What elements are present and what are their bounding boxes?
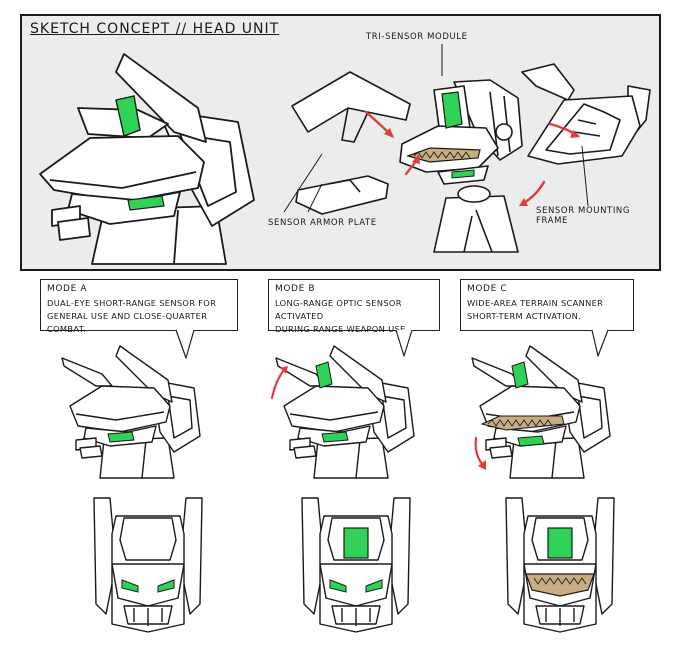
- main-head-sketch: [39, 53, 255, 265]
- mode-b-callout: MODE B LONG-RANGE OPTIC SENSOR ACTIVATED…: [268, 279, 440, 334]
- sensor-mounting-frame-sketch: [521, 63, 651, 165]
- mode-a-title: MODE A: [47, 284, 88, 294]
- neck-unit-sketch: [433, 185, 519, 253]
- mode-b-title: MODE B: [275, 284, 316, 294]
- main-head-sensor: [115, 95, 141, 137]
- sensor-armor-plate-sketch: [291, 71, 411, 215]
- mode-a-callout: MODE A DUAL-EYE SHORT-RANGE SENSOR FOR G…: [40, 279, 238, 334]
- mode-c-title: MODE C: [467, 284, 508, 294]
- label-tri-sensor-module: TRI-SENSOR MODULE: [366, 32, 468, 42]
- mode-c-front-view: [500, 494, 620, 634]
- mode-a-side-view: [56, 340, 216, 480]
- explode-arrows: [283, 44, 589, 213]
- mode-c-callout: MODE C WIDE-AREA TERRAIN SCANNER SHORT-T…: [460, 279, 634, 331]
- mode-a-description: DUAL-EYE SHORT-RANGE SENSOR FOR GENERAL …: [47, 298, 217, 334]
- mode-b-front-view: [296, 494, 416, 634]
- mode-a-front-view: [88, 494, 208, 634]
- panel-title: SKETCH CONCEPT // HEAD UNIT: [30, 21, 280, 37]
- label-sensor-armor-plate: SENSOR ARMOR PLATE: [268, 218, 377, 228]
- concept-panel: SKETCH CONCEPT // HEAD UNIT: [20, 14, 661, 271]
- mode-c-side-view: [466, 340, 626, 480]
- mode-b-description: LONG-RANGE OPTIC SENSOR ACTIVATED DURING…: [275, 298, 409, 334]
- mode-c-description: WIDE-AREA TERRAIN SCANNER SHORT-TERM ACT…: [467, 298, 604, 321]
- mode-b-side-view: [270, 340, 430, 480]
- tri-sensor-module-sketch: [399, 79, 523, 185]
- label-sensor-mounting-frame: SENSOR MOUNTING FRAME: [536, 206, 631, 226]
